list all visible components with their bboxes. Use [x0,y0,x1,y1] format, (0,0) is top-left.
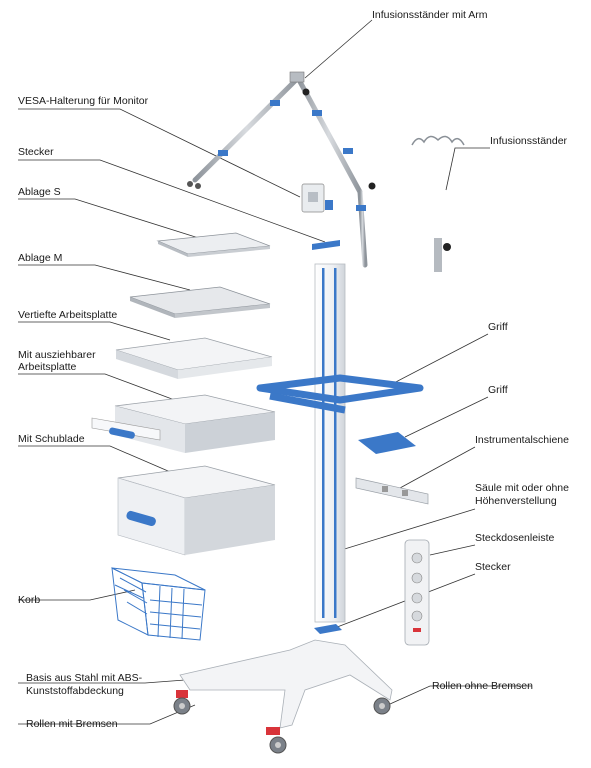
instrument-rail-illustration [355,477,429,505]
label-pullout-worktop-line2: Arbeitsplatte [18,361,77,373]
handle-large-illustration [256,374,424,414]
leader-column [337,508,476,552]
label-infusion-stand: Infusionsständer [490,135,568,147]
label-drawer: Mit Schublade [18,433,85,445]
label-handle-2: Griff [488,384,508,396]
label-column-line1: Säule mit oder ohne [475,482,569,494]
leader-plug-bottom [331,573,476,630]
leader-infusion-stand [445,147,490,191]
label-power-strip: Steckdosenleiste [475,532,555,544]
label-base-line1: Basis aus Stahl mit ABS- [26,672,143,684]
label-instrument-rail: Instrumentalschiene [475,434,569,446]
leader-pullout [18,373,181,403]
handle-small-illustration [358,432,416,454]
base-illustration [176,639,393,735]
drawer-illustration [117,465,276,556]
leader-handle-2 [404,396,489,438]
vesa-bracket-illustration [301,183,333,213]
leader-base [18,679,186,684]
power-strip-illustration [404,539,430,646]
label-recessed-worktop: Vertiefte Arbeitsplatte [18,309,118,321]
leader-vesa [18,108,301,198]
leader-shelf-s [18,198,206,241]
label-basket: Korb [18,594,41,606]
shelf-m-illustration [129,286,271,318]
leader-drawer [18,445,176,475]
plug-bottom-illustration [314,624,342,634]
column-illustration [314,263,346,623]
pullout-worktop-illustration [91,394,276,453]
leader-recessed [18,321,171,341]
leader-casters-no-brakes [389,685,532,705]
label-base-line2: Kunststoffabdeckung [26,685,124,697]
label-column-line2: Höhenverstellung [475,495,557,507]
label-shelf-m: Ablage M [18,252,63,264]
infusion-arm-illustration [187,71,376,268]
leader-power-strip [429,544,476,556]
leader-lines [18,19,532,725]
label-plug-bottom: Stecker [475,561,511,573]
label-shelf-s: Ablage S [18,186,61,198]
basket-illustration [111,567,206,641]
leader-infusion-arm [304,19,373,79]
label-plug-top: Stecker [18,146,54,158]
plug-top-illustration [312,240,340,250]
label-pullout-worktop-line1: Mit ausziehbarer [18,349,96,361]
leader-rail [399,446,476,489]
recessed-worktop-illustration [115,337,273,379]
label-casters-brakes: Rollen mit Bremsen [26,718,118,730]
leader-handle-1 [389,333,489,386]
leader-plug-top [18,159,326,243]
leader-basket [18,589,136,601]
casters-illustration [173,697,391,754]
shelf-s-illustration [156,232,271,257]
label-handle-1: Griff [488,321,508,333]
leader-shelf-m [18,264,191,291]
infusion-stand-illustration [411,135,465,345]
label-infusion-arm: Infusionsständer mit Arm [372,9,488,21]
label-casters-no-brakes: Rollen ohne Bremsen [432,680,533,692]
label-vesa: VESA-Halterung für Monitor [18,95,149,107]
